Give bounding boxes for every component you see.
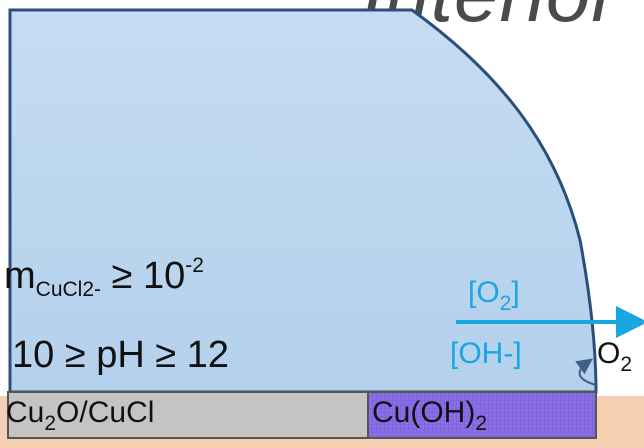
- cucl2-concentration-label: mCuCl2- ≥ 10-2: [4, 254, 204, 301]
- oxygen-label: O2: [597, 337, 633, 376]
- oxygen-reaction-arrow: [575, 358, 597, 386]
- cu2o-cucl-label: Cu2O/CuCl: [6, 396, 155, 435]
- electrolyte-droplet: [8, 8, 598, 394]
- hydroxide-concentration-label: [OH-]: [450, 337, 522, 370]
- cuoh2-label: Cu(OH)2: [372, 396, 488, 435]
- cu2o-cucl-layer: [7, 391, 369, 439]
- oxygen-concentration-label: [O2]: [468, 276, 520, 315]
- cuoh2-layer: [367, 391, 597, 439]
- ph-range-label: 10 ≥ pH ≥ 12: [12, 334, 230, 376]
